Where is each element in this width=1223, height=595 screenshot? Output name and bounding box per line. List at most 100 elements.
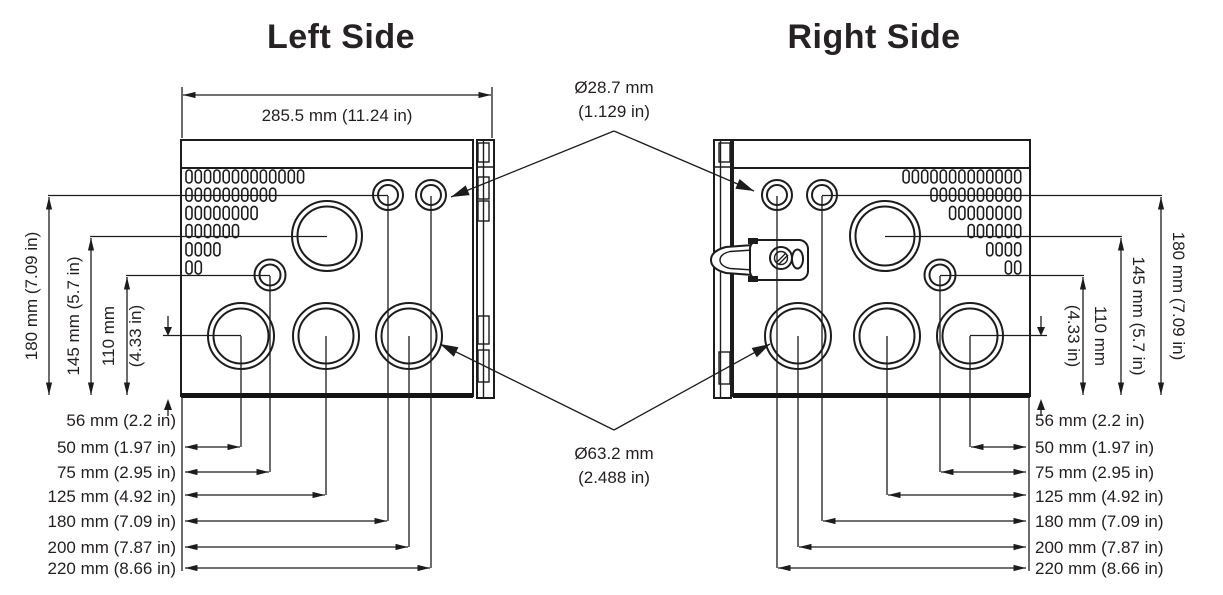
hinge-block <box>477 200 490 222</box>
vent-slot <box>995 205 1003 221</box>
dim-56-up-arrow <box>164 399 172 410</box>
callout-leader-right <box>613 130 755 192</box>
right-dim-145-label: 145 mm (5.7 in) <box>1129 256 1148 375</box>
vent-slot <box>1004 169 1013 184</box>
top-diameter-mm-label: Ø28.7 mm <box>574 78 653 97</box>
vent-slot <box>1013 205 1022 221</box>
vent-slot <box>287 169 296 184</box>
top-diameter-callout: Ø28.7 mm (1.129 in) <box>450 78 755 198</box>
hinge-block <box>718 142 731 163</box>
vent-slot <box>185 187 193 202</box>
dim-56-down-arrow <box>1037 327 1045 336</box>
left-bottom-dimensions: 56 mm (2.2 in) 50 mm (1.97 in) 75 mm (2.… <box>48 196 432 578</box>
latch-nub <box>748 276 758 282</box>
right-dim-110-label: 110 mm <box>1091 306 1110 366</box>
vent-slot <box>930 187 938 202</box>
dim-56-up-arrow <box>1037 399 1045 410</box>
vent-slot <box>948 187 957 202</box>
hinge-block <box>477 315 490 345</box>
right-bottom-dim-56: 56 mm (2.2 in) <box>1035 411 1145 430</box>
callout-leader-left <box>450 130 615 198</box>
vent-slot <box>967 223 976 239</box>
vent-slot <box>911 169 920 184</box>
right-dim-180-label: 180 mm (7.09 in) <box>1169 232 1188 361</box>
vent-slot <box>985 169 994 184</box>
vent-slot <box>222 223 230 239</box>
vent-slot <box>967 169 976 184</box>
right-bottom-dim-75: 75 mm (2.95 in) <box>1035 463 1154 482</box>
vent-slot <box>213 242 221 257</box>
left-width-dimension: 285.5 mm (11.24 in) <box>181 87 493 138</box>
vent-slot <box>958 187 966 202</box>
vent-slot <box>241 169 249 184</box>
vent-slot <box>203 223 212 239</box>
vent-slot <box>967 205 976 221</box>
vent-slot <box>194 169 203 184</box>
vent-slot <box>185 223 193 239</box>
vent-slot <box>1004 205 1013 221</box>
vent-slot <box>194 260 203 275</box>
vent-slot <box>268 169 277 184</box>
vent-slot <box>203 242 212 257</box>
vent-slot <box>1013 260 1022 275</box>
right-bottom-dim-125: 125 mm (4.92 in) <box>1035 487 1164 506</box>
vent-slot <box>939 169 948 184</box>
right-dim-110-inch-label: (4.33 in) <box>1064 305 1083 367</box>
vent-slot <box>250 187 258 202</box>
latch-handle <box>709 243 754 277</box>
vent-slot <box>194 187 203 202</box>
vent-slot <box>241 205 249 221</box>
vent-slot <box>1004 223 1013 239</box>
vent-slot <box>976 169 985 184</box>
vent-slot <box>185 260 193 275</box>
vent-slot <box>231 223 240 239</box>
bottom-diameter-mm-label: Ø63.2 mm <box>574 444 653 463</box>
left-bottom-dim-50: 50 mm (1.97 in) <box>57 438 176 457</box>
vent-slot <box>1004 187 1013 202</box>
vent-slot <box>930 169 938 184</box>
vent-slot <box>1004 242 1013 257</box>
left-dim-180-label: 180 mm (7.09 in) <box>22 232 41 361</box>
vent-slot <box>948 169 957 184</box>
latch-screw-inner <box>773 250 789 266</box>
vent-slot <box>995 169 1003 184</box>
vent-slot <box>948 205 957 221</box>
left-bottom-dim-75: 75 mm (2.95 in) <box>57 463 176 482</box>
left-dim-145-label: 145 mm (5.7 in) <box>64 256 83 375</box>
vent-slot <box>231 187 240 202</box>
vent-slot <box>185 242 193 257</box>
top-diameter-inch-label: (1.129 in) <box>578 102 650 121</box>
vent-slot <box>985 223 994 239</box>
vent-slot <box>213 205 221 221</box>
hinge-block <box>477 176 490 200</box>
right-bottom-dim-180: 180 mm (7.09 in) <box>1035 512 1164 531</box>
vent-slot <box>222 205 230 221</box>
left-panel-top-flange <box>180 139 474 169</box>
vent-slot <box>296 169 305 184</box>
left-view-title: Left Side <box>267 18 415 56</box>
vent-slot <box>213 187 221 202</box>
vent-slot <box>976 223 985 239</box>
left-panel-edge-strip <box>476 139 495 399</box>
vent-slot <box>194 205 203 221</box>
vent-slot <box>268 187 277 202</box>
vent-slot <box>976 205 985 221</box>
vent-slot <box>213 223 221 239</box>
vent-slot <box>1013 242 1022 257</box>
left-height-dimensions: 180 mm (7.09 in) 145 mm (5.7 in) 110 mm … <box>22 194 388 416</box>
vent-slot <box>278 169 286 184</box>
left-bottom-dim-180: 180 mm (7.09 in) <box>48 512 177 531</box>
left-bottom-dim-56: 56 mm (2.2 in) <box>66 411 176 430</box>
vent-slot <box>995 223 1003 239</box>
callout-leader-left <box>439 343 615 431</box>
vent-slot <box>222 169 230 184</box>
hinge-block <box>477 142 490 163</box>
vent-slot <box>194 242 203 257</box>
vent-slot <box>259 169 268 184</box>
vent-slots-right <box>902 169 1022 275</box>
vent-slot <box>194 223 203 239</box>
latch-screw-slot <box>778 254 789 265</box>
hinge-block <box>718 351 731 385</box>
